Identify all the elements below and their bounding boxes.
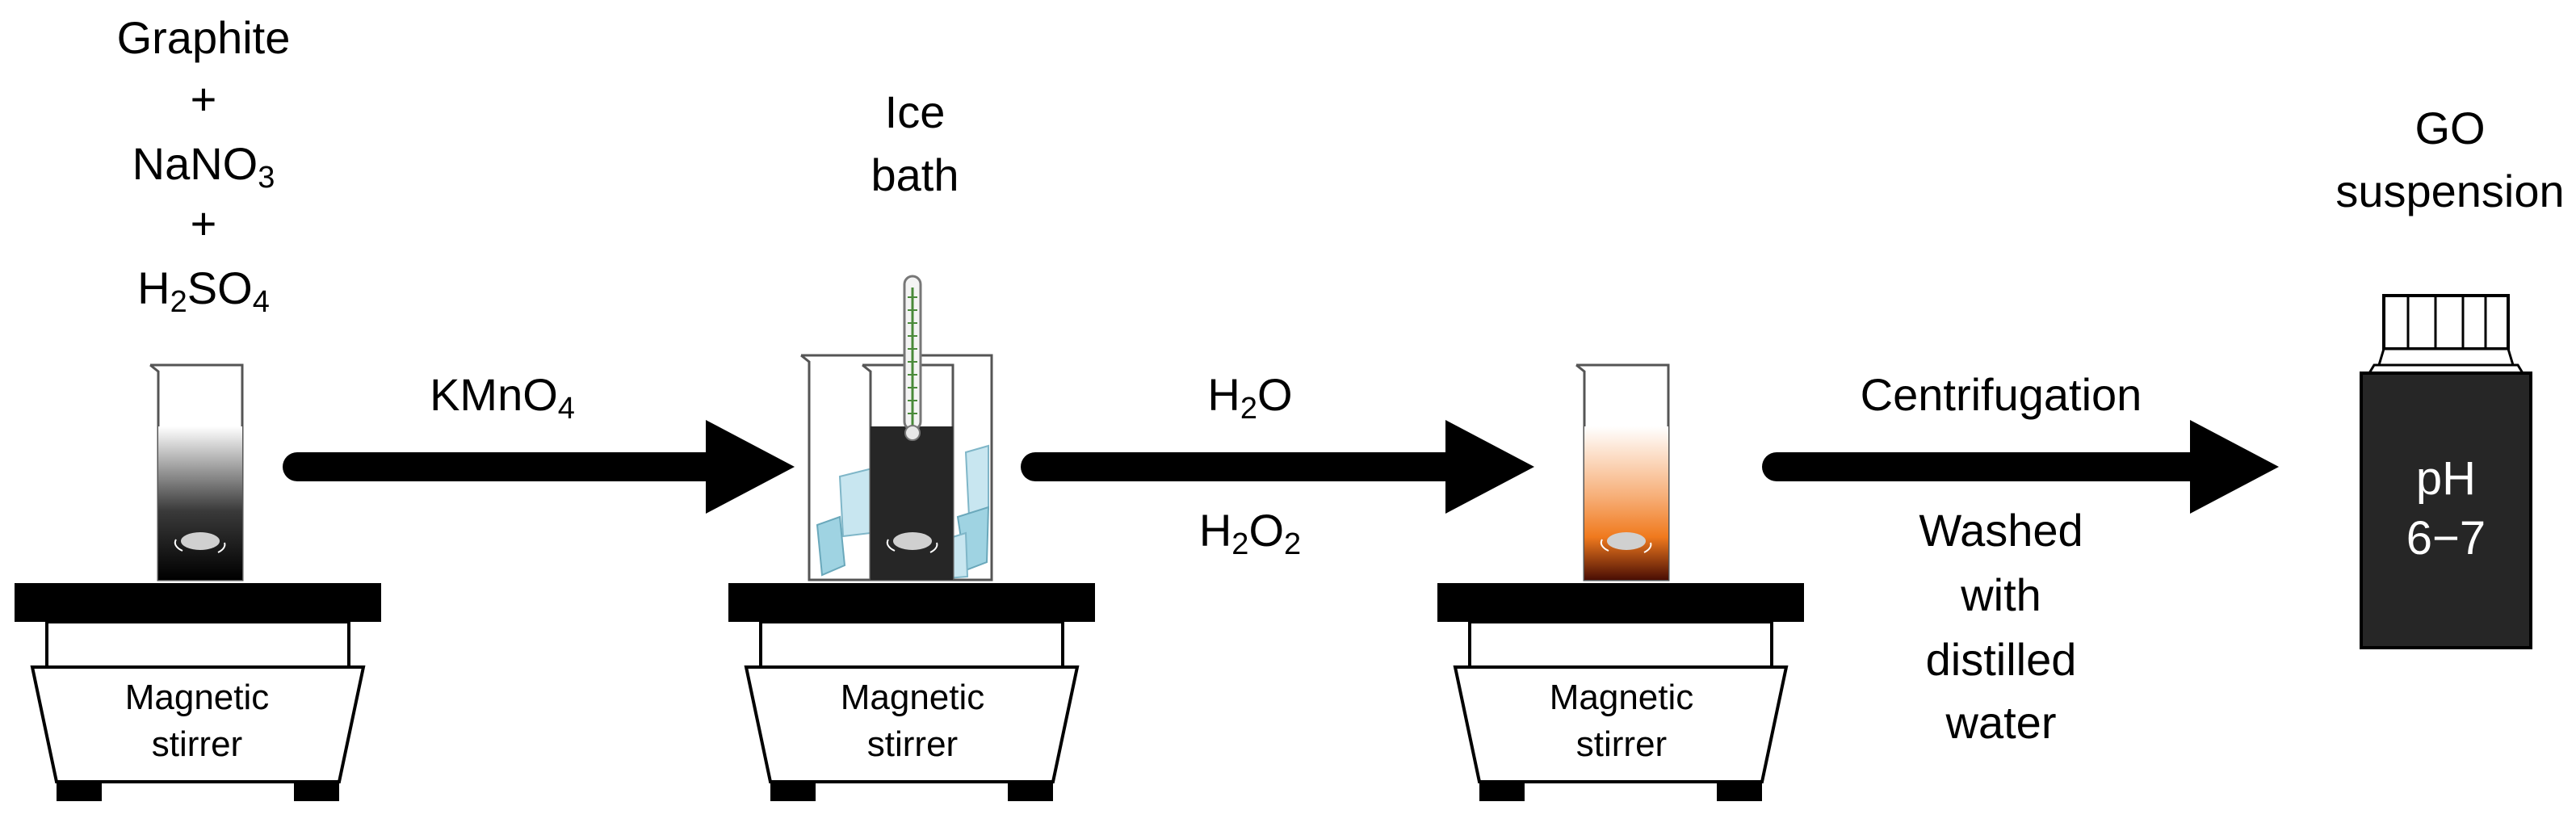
ph-label: pH — [2416, 452, 2476, 505]
ice-cube — [838, 467, 874, 538]
ph-value: 6−7 — [2406, 512, 2486, 565]
svg-text:bath: bath — [871, 149, 959, 200]
stirrer-label-line2: stirrer — [152, 724, 242, 764]
svg-text:GO: GO — [2414, 103, 2485, 153]
washed-label-line3: distilled — [1926, 634, 2077, 685]
reagent-h2so4: H2SO4 — [137, 262, 270, 319]
arrow-2: H2O H2O2 — [1021, 369, 1534, 561]
stirrer-label-line2: stirrer — [1576, 724, 1667, 764]
washed-label-line1: Washed — [1919, 505, 2083, 556]
beaker-1 — [149, 363, 244, 581]
thermometer — [903, 275, 922, 441]
stirrer-label-line1: Magnetic — [1550, 678, 1694, 717]
stir-bar — [893, 532, 932, 550]
plus-sign: + — [191, 198, 217, 249]
beaker-3 — [1575, 363, 1670, 581]
bottle-body — [2360, 372, 2532, 649]
ice-cube — [964, 444, 989, 518]
go-suspension-label: GO suspension — [2335, 103, 2564, 216]
magnetic-stirrer-1: Magnetic stirrer — [15, 583, 381, 801]
arrow-1: KMnO4 — [283, 369, 795, 514]
reagent-h2o2: H2O2 — [1199, 505, 1301, 561]
stirrer-label-line1: Magnetic — [125, 678, 270, 717]
plus-sign: + — [191, 73, 217, 124]
go-suspension-bottle: pH 6−7 — [2360, 294, 2532, 649]
svg-text:suspension: suspension — [2335, 166, 2564, 216]
reagent-kmno4: KMnO4 — [430, 369, 575, 426]
ice-cube — [816, 515, 846, 577]
graphite-mixture — [158, 426, 242, 580]
stir-bar — [1607, 532, 1646, 550]
arrow-3: Centrifugation Washed with distilled wat… — [1762, 369, 2279, 748]
stirrer-label-line1: Magnetic — [841, 678, 985, 717]
stir-bar — [181, 532, 220, 550]
reagent-nano3: NaNO3 — [132, 138, 275, 195]
reaction-mixture — [871, 426, 953, 580]
washed-label-line2: with — [1960, 569, 2041, 620]
svg-text:Ice: Ice — [885, 86, 946, 137]
ice-bath-label: Ice bath — [871, 86, 959, 200]
washed-label-line4: water — [1945, 697, 2057, 748]
magnetic-stirrer-2: Magnetic stirrer — [728, 583, 1095, 801]
ice-bath-beaker — [800, 354, 993, 581]
centrifugation-label: Centrifugation — [1861, 369, 2142, 420]
go-mixture — [1584, 426, 1668, 580]
bottle-cap — [2382, 294, 2510, 351]
magnetic-stirrer-3: Magnetic stirrer — [1437, 583, 1804, 801]
step1-reagent-label: Graphite + NaNO3 + H2SO4 — [117, 12, 291, 319]
reagent-h2o: H2O — [1207, 369, 1292, 426]
stirrer-label-line2: stirrer — [867, 724, 958, 764]
reagent-graphite: Graphite — [117, 12, 291, 63]
